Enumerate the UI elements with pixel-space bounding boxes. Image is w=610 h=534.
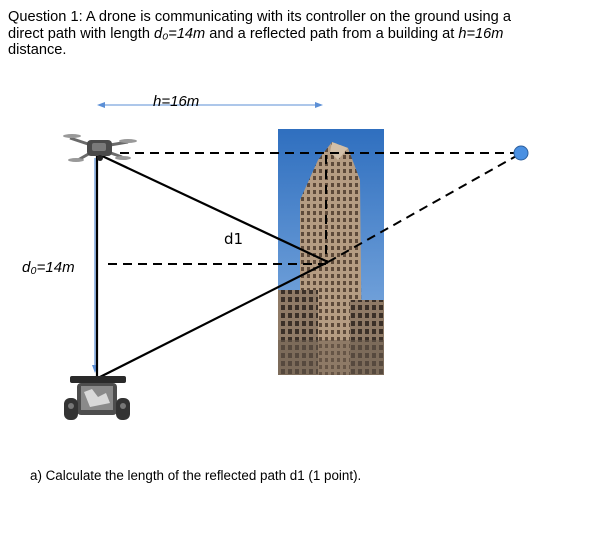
question-h-value: h=16m [458, 25, 504, 42]
controller-icon [64, 376, 130, 420]
question-line-3: distance. [8, 42, 67, 58]
drone-icon [63, 134, 137, 162]
reflected-path-return [97, 261, 329, 379]
h-label: h=16m [153, 93, 199, 110]
d0-label: d₀=14m [22, 259, 75, 276]
mirror-image-dashed-line [327, 154, 519, 263]
reflection-point-dot [513, 145, 529, 161]
question-line-1: Question 1: A drone is communicating wit… [8, 9, 511, 25]
h-distance-arrow [97, 102, 323, 108]
d1-label: d1 [224, 230, 243, 248]
building-image [278, 129, 384, 375]
question-text: Question 1: A drone is communicating wit… [8, 9, 598, 59]
reflected-path-incident [99, 154, 329, 263]
question-line-2-mid: and a reflected path from a building at [205, 25, 459, 42]
subquestion-a: a) Calculate the length of the reflected… [30, 468, 362, 483]
question-line-2: direct path with length d₀=14m and a ref… [8, 26, 598, 43]
question-line-2-pre: direct path with length [8, 25, 155, 42]
question-d0-value: d₀=14m [154, 25, 206, 42]
